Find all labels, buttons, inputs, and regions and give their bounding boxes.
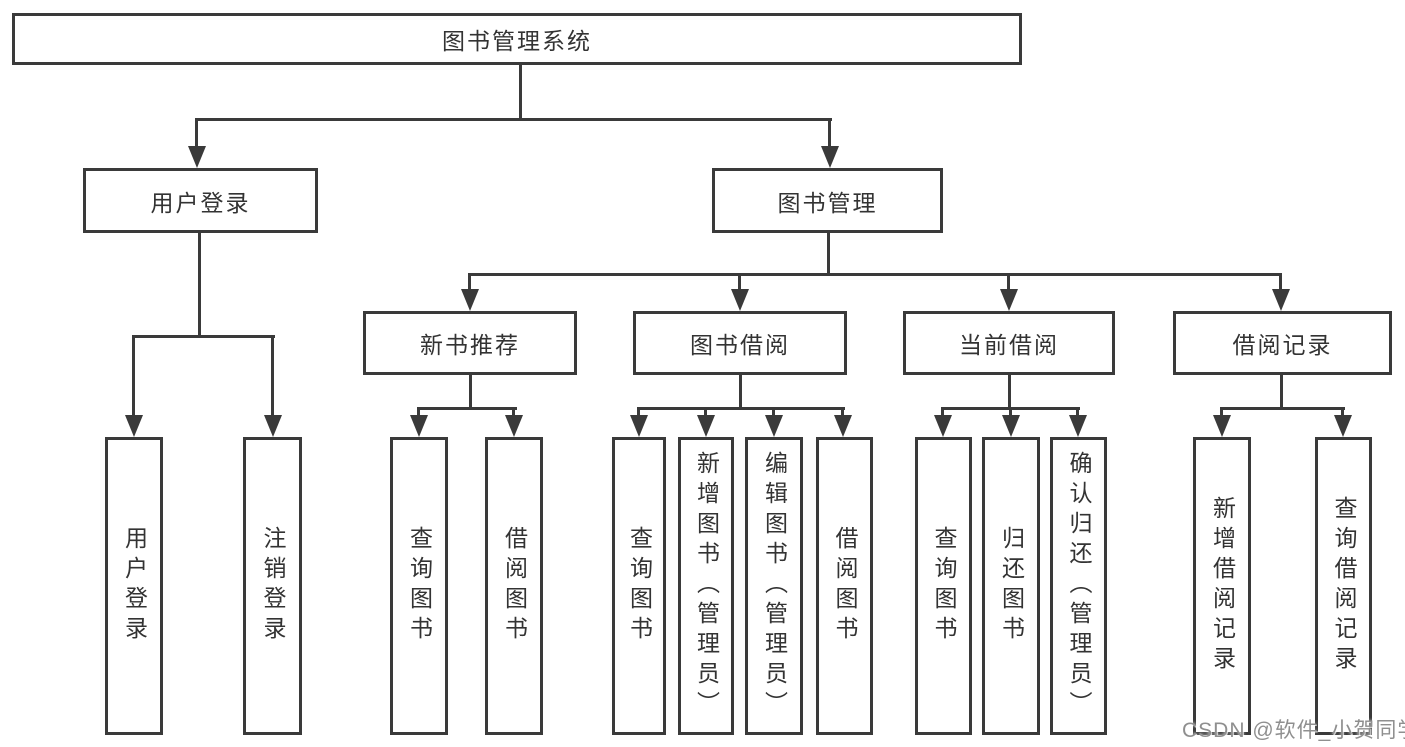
leaf-borrow-edit-book-admin: 编辑图书（管理员） [745, 437, 803, 735]
leaf-label: 归还图书 [998, 526, 1025, 646]
leaf-label: 编辑图书（管理员） [761, 451, 788, 721]
watermark: CSDN @软件_小贺同学 [1182, 719, 1405, 742]
leaf-label: 确认归还（管理员） [1066, 451, 1092, 721]
connector-book-management-trunk [827, 233, 830, 275]
arrow-down-icon-to-br-add [1213, 407, 1231, 437]
node-book-management: 图书管理 [712, 168, 943, 233]
leaf-borrow-add-book-admin: 新增图书（管理员） [678, 437, 734, 735]
arrow-down-icon-to-bb-borrow [834, 407, 852, 437]
arrow-down-icon-to-book-borrow [731, 273, 749, 311]
connector-book-borrow-bus [637, 407, 845, 410]
arrow-down-icon-to-leaf-user-login [125, 335, 143, 437]
connector-new-book-trunk [469, 375, 472, 409]
connector-root-trunk [519, 65, 522, 120]
leaf-user-login: 用户登录 [105, 437, 163, 735]
connector-current-borrow-trunk [1008, 375, 1011, 409]
node-library-management-system: 图书管理系统 [12, 13, 1022, 65]
node-current-borrow: 当前借阅 [903, 311, 1115, 375]
arrow-down-icon-to-leaf-logout [264, 335, 282, 437]
arrow-down-icon-to-cb-confirm [1069, 407, 1087, 437]
leaf-label: 注销登录 [260, 526, 286, 646]
node-label: 借阅记录 [1232, 332, 1333, 358]
leaf-current-confirm-return-admin: 确认归还（管理员） [1050, 437, 1107, 735]
leaf-label: 借阅图书 [832, 526, 858, 646]
leaf-label: 借阅图书 [501, 526, 528, 646]
leaf-record-query-record: 查询借阅记录 [1315, 437, 1372, 735]
connector-book-borrow-trunk [739, 375, 742, 409]
arrow-down-icon-to-newbook-query [410, 407, 428, 437]
arrow-down-icon-to-br-query [1334, 407, 1352, 437]
connector-root-bus [196, 118, 832, 121]
node-new-book-recommend: 新书推荐 [363, 311, 577, 375]
leaf-newbook-borrow-book: 借阅图书 [485, 437, 543, 735]
leaf-label: 查询图书 [931, 526, 957, 646]
leaf-borrow-query-book: 查询图书 [612, 437, 666, 735]
leaf-logout: 注销登录 [243, 437, 302, 735]
connector-new-book-bus [417, 407, 517, 410]
arrow-down-icon-to-borrow-records [1272, 273, 1290, 311]
arrow-down-icon-to-newbook-borrow [505, 407, 523, 437]
node-label: 新书推荐 [420, 332, 520, 358]
leaf-label: 用户登录 [121, 526, 148, 646]
node-label: 用户登录 [150, 189, 251, 216]
node-label: 当前借阅 [959, 332, 1059, 358]
node-label: 图书借阅 [690, 332, 790, 358]
connector-borrow-records-bus [1220, 407, 1345, 410]
leaf-label: 查询图书 [626, 526, 653, 646]
arrow-down-icon-to-bb-edit [765, 407, 783, 437]
arrow-down-icon-to-cb-query [934, 407, 952, 437]
leaf-label: 查询图书 [406, 526, 433, 646]
connector-user-login-bus [132, 335, 275, 338]
arrow-down-icon-to-bb-add [697, 407, 715, 437]
leaf-newbook-query-book: 查询图书 [390, 437, 448, 735]
leaf-current-query-book: 查询图书 [915, 437, 972, 735]
leaf-current-return-book: 归还图书 [982, 437, 1040, 735]
node-book-borrow: 图书借阅 [633, 311, 847, 375]
connector-user-login-trunk [198, 233, 201, 337]
node-user-login: 用户登录 [83, 168, 318, 233]
arrow-down-icon-to-current-borrow [1000, 273, 1018, 311]
arrow-down-icon-to-cb-return [1002, 407, 1020, 437]
arrow-down-icon-to-book-management [821, 118, 839, 168]
leaf-record-add-record: 新增借阅记录 [1193, 437, 1251, 735]
leaf-label: 新增借阅记录 [1209, 496, 1236, 676]
node-label: 图书管理系统 [442, 28, 592, 54]
node-label: 图书管理 [777, 189, 878, 216]
connector-book-management-bus [468, 273, 1282, 276]
leaf-label: 查询借阅记录 [1331, 496, 1357, 676]
arrow-down-icon-to-new-book-recommend [461, 273, 479, 311]
connector-borrow-records-trunk [1280, 375, 1283, 409]
arrow-down-icon-to-user-login [188, 118, 206, 168]
leaf-label: 新增图书（管理员） [693, 451, 720, 721]
node-borrow-records: 借阅记录 [1173, 311, 1392, 375]
leaf-borrow-borrow-book: 借阅图书 [816, 437, 873, 735]
arrow-down-icon-to-bb-query [630, 407, 648, 437]
